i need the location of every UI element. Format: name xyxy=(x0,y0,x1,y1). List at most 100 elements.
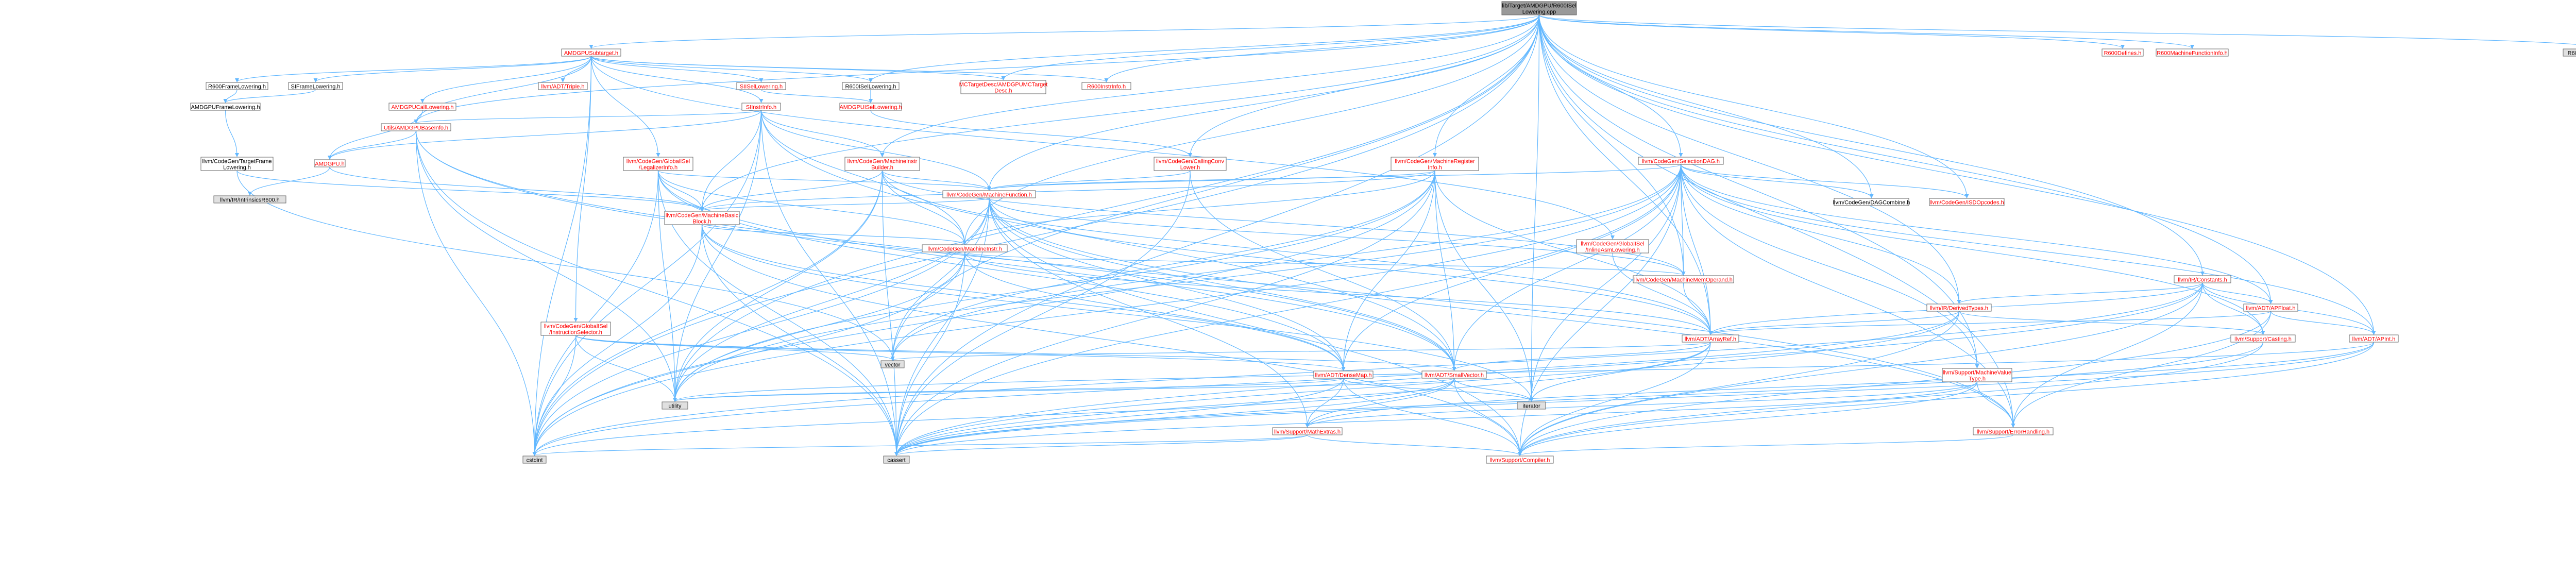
node-label: Utils/AMDGPUBaseInfo.h xyxy=(384,125,448,131)
node-box xyxy=(2349,334,2399,343)
edge-adt_dense_map-to-utility xyxy=(673,378,1344,402)
node-box xyxy=(1633,275,1734,283)
edge-machine_function-to-adt_array_ref xyxy=(989,197,1713,335)
node-adt-apfloat[interactable]: llvm/ADT/APFloat.h xyxy=(2243,303,2298,312)
edge-adt_array_ref-to-adt_small_vector xyxy=(1452,342,1711,371)
node-machine-function[interactable]: llvm/CodeGen/MachineFunction.h xyxy=(942,190,1036,198)
edge-amdgpu_isel_lowering-to-calling_conv_lower xyxy=(870,110,1192,157)
node-amdgpu-h[interactable]: AMDGPU.h xyxy=(314,159,346,167)
node-label: R600MachineFunctionInfo.h xyxy=(2157,50,2228,57)
edge-si_isel_lowering-to-amdgpu_isel_lowering xyxy=(760,89,873,103)
node-label: /LegalizerInfo.h xyxy=(639,165,677,171)
node-label: llvm/ADT/APFloat.h xyxy=(2246,306,2296,312)
edge-amdgpu_subtarget-to-si_isel_lowering xyxy=(590,56,764,82)
edge-error_handling-to-support_compiler xyxy=(1518,434,2014,456)
node-label: AMDGPUCallLowering.h xyxy=(391,105,453,111)
edge-root-to-machine_register_info xyxy=(1433,14,1540,157)
edge-mi_builder-to-cstdint xyxy=(532,170,883,456)
edge-selection_dag-to-machine_mem_operand xyxy=(1680,164,1686,276)
node-inline-asm-lowering[interactable]: llvm/CodeGen/GlobalISel/InlineAsmLowerin… xyxy=(1576,239,1649,254)
edge-adt_apfloat-to-error_handling xyxy=(2011,311,2272,428)
node-dag-combine: llvm/CodeGen/DAGCombine.h xyxy=(1833,198,1910,206)
node-si-instr-info[interactable]: SIInstrInfo.h xyxy=(741,103,781,111)
node-machine-mem-operand[interactable]: llvm/CodeGen/MachineMemOperand.h xyxy=(1633,275,1734,283)
edge-legalizer_info-to-cstdint xyxy=(532,170,659,456)
node-r600-instr-info[interactable]: R600InstrInfo.h xyxy=(1081,82,1131,90)
node-support-casting[interactable]: llvm/Support/Casting.h xyxy=(2230,334,2296,343)
edge-selection_dag-to-ir_derived_types xyxy=(1680,164,1961,304)
node-label: llvm/CodeGen/MachineInstr xyxy=(848,159,918,165)
node-box xyxy=(381,123,451,131)
node-support-compiler[interactable]: llvm/Support/Compiler.h xyxy=(1486,455,1554,464)
node-r600-mfi[interactable]: R600MachineFunctionInfo.h xyxy=(2156,48,2229,57)
edge-machine_register_info-to-machine_basic_block xyxy=(700,170,1435,211)
node-adt-apint[interactable]: llvm/ADT/APInt.h xyxy=(2349,334,2399,343)
node-adt-array-ref[interactable]: llvm/ADT/ArrayRef.h xyxy=(1682,334,1739,343)
node-label: llvm/CodeGen/MachineMemOperand.h xyxy=(1634,277,1733,283)
edge-ir_constants-to-support_casting xyxy=(2202,282,2265,335)
node-isd-opcodes[interactable]: llvm/CodeGen/ISDOpcodes.h xyxy=(1929,198,2005,206)
edge-math_extras-to-cassert xyxy=(894,434,1308,456)
node-cstdint: cstdint xyxy=(522,455,547,464)
edge-amdgpu_subtarget-to-inline_asm_lowering xyxy=(590,56,1615,240)
edge-instruction_selector-to-adt_dense_map xyxy=(575,335,1346,371)
node-amdgpu-call-lowering[interactable]: AMDGPUCallLowering.h xyxy=(388,103,456,111)
node-label: AMDGPUISelLowering.h xyxy=(839,105,902,111)
edge-utils_base_info-to-cstdint xyxy=(415,130,537,456)
node-llvm-triple[interactable]: llvm/ADT/Triple.h xyxy=(538,82,588,90)
edge-ir_derived_types-to-support_casting xyxy=(1958,311,2265,335)
node-adt-dense-map[interactable]: llvm/ADT/DenseMap.h xyxy=(1313,370,1374,379)
edge-amdgpu_subtarget-to-si_frame_lowering xyxy=(313,56,592,82)
node-box xyxy=(844,157,920,171)
node-r600-defines[interactable]: R600Defines.h xyxy=(2102,48,2144,57)
node-instruction-selector[interactable]: llvm/CodeGen/GlobalISel/InstructionSelec… xyxy=(540,322,611,336)
edge-instruction_selector-to-utility xyxy=(575,335,677,402)
edge-ir_constants-to-ir_derived_types xyxy=(1957,282,2203,304)
node-ir-constants[interactable]: llvm/IR/Constants.h xyxy=(2174,275,2231,283)
node-box xyxy=(1272,427,1343,435)
node-box xyxy=(741,103,781,111)
edge-machine_basic_block-to-iterator xyxy=(701,224,1534,402)
edge-si_frame_lowering-to-amdgpu_frame_lowering xyxy=(223,89,316,103)
node-label: R600ISelLowering.h xyxy=(845,84,896,90)
node-amdgpu-isel-lowering[interactable]: AMDGPUISelLowering.h xyxy=(839,103,902,111)
node-label: llvm/CodeGen/GlobalISel xyxy=(626,159,690,165)
edge-utils_base_info-to-error_handling xyxy=(415,130,2015,428)
edge-machine_basic_block-to-adt_dense_map xyxy=(701,224,1346,371)
node-error-handling[interactable]: llvm/Support/ErrorHandling.h xyxy=(1973,427,2054,435)
edge-selection_dag-to-utility xyxy=(673,164,1682,402)
node-box xyxy=(288,82,343,90)
edge-adt_small_vector-to-iterator xyxy=(1453,378,1534,402)
node-legalizer-info[interactable]: llvm/CodeGen/GlobalISel/LegalizerInfo.h xyxy=(623,157,693,171)
node-label: SIInstrInfo.h xyxy=(746,105,776,111)
node-label: llvm/CodeGen/MachineInstr.h xyxy=(927,246,1002,252)
node-r600-frame-lowering: R600FrameLowering.h xyxy=(206,82,268,90)
edge-machine_instr-to-utility xyxy=(673,251,965,402)
node-math-extras[interactable]: llvm/Support/MathExtras.h xyxy=(1272,427,1343,435)
node-box xyxy=(664,211,740,225)
node-amdgpu-subtarget[interactable]: AMDGPUSubtarget.h xyxy=(561,48,621,57)
node-cassert: cassert xyxy=(883,455,910,464)
node-label: llvm/Support/Casting.h xyxy=(2234,336,2292,343)
node-label: lib/Target/AMDGPU/R600ISel xyxy=(1502,3,1576,9)
node-ir-derived-types[interactable]: llvm/IR/DerivedTypes.h xyxy=(1926,303,1992,312)
edge-root-to-machine_value_type xyxy=(1538,14,1979,368)
node-utils-base-info[interactable]: Utils/AMDGPUBaseInfo.h xyxy=(381,123,451,131)
node-box xyxy=(213,195,286,204)
node-iterator: iterator xyxy=(1517,401,1546,410)
node-label: MCTargetDesc/AMDGPUMCTarget xyxy=(959,82,1048,88)
node-si-isel-lowering[interactable]: SIISelLowering.h xyxy=(736,82,786,90)
node-adt-small-vector[interactable]: llvm/ADT/SmallVector.h xyxy=(1421,370,1487,379)
edge-si_instr_info-to-amdgpu_h xyxy=(328,110,762,160)
node-machine-instr[interactable]: llvm/CodeGen/MachineInstr.h xyxy=(922,244,1008,252)
edge-adt_array_ref-to-vector xyxy=(891,342,1711,361)
node-selection-dag[interactable]: llvm/CodeGen/SelectionDAG.h xyxy=(1638,157,1724,165)
edge-support_casting-to-cassert xyxy=(894,342,2264,456)
